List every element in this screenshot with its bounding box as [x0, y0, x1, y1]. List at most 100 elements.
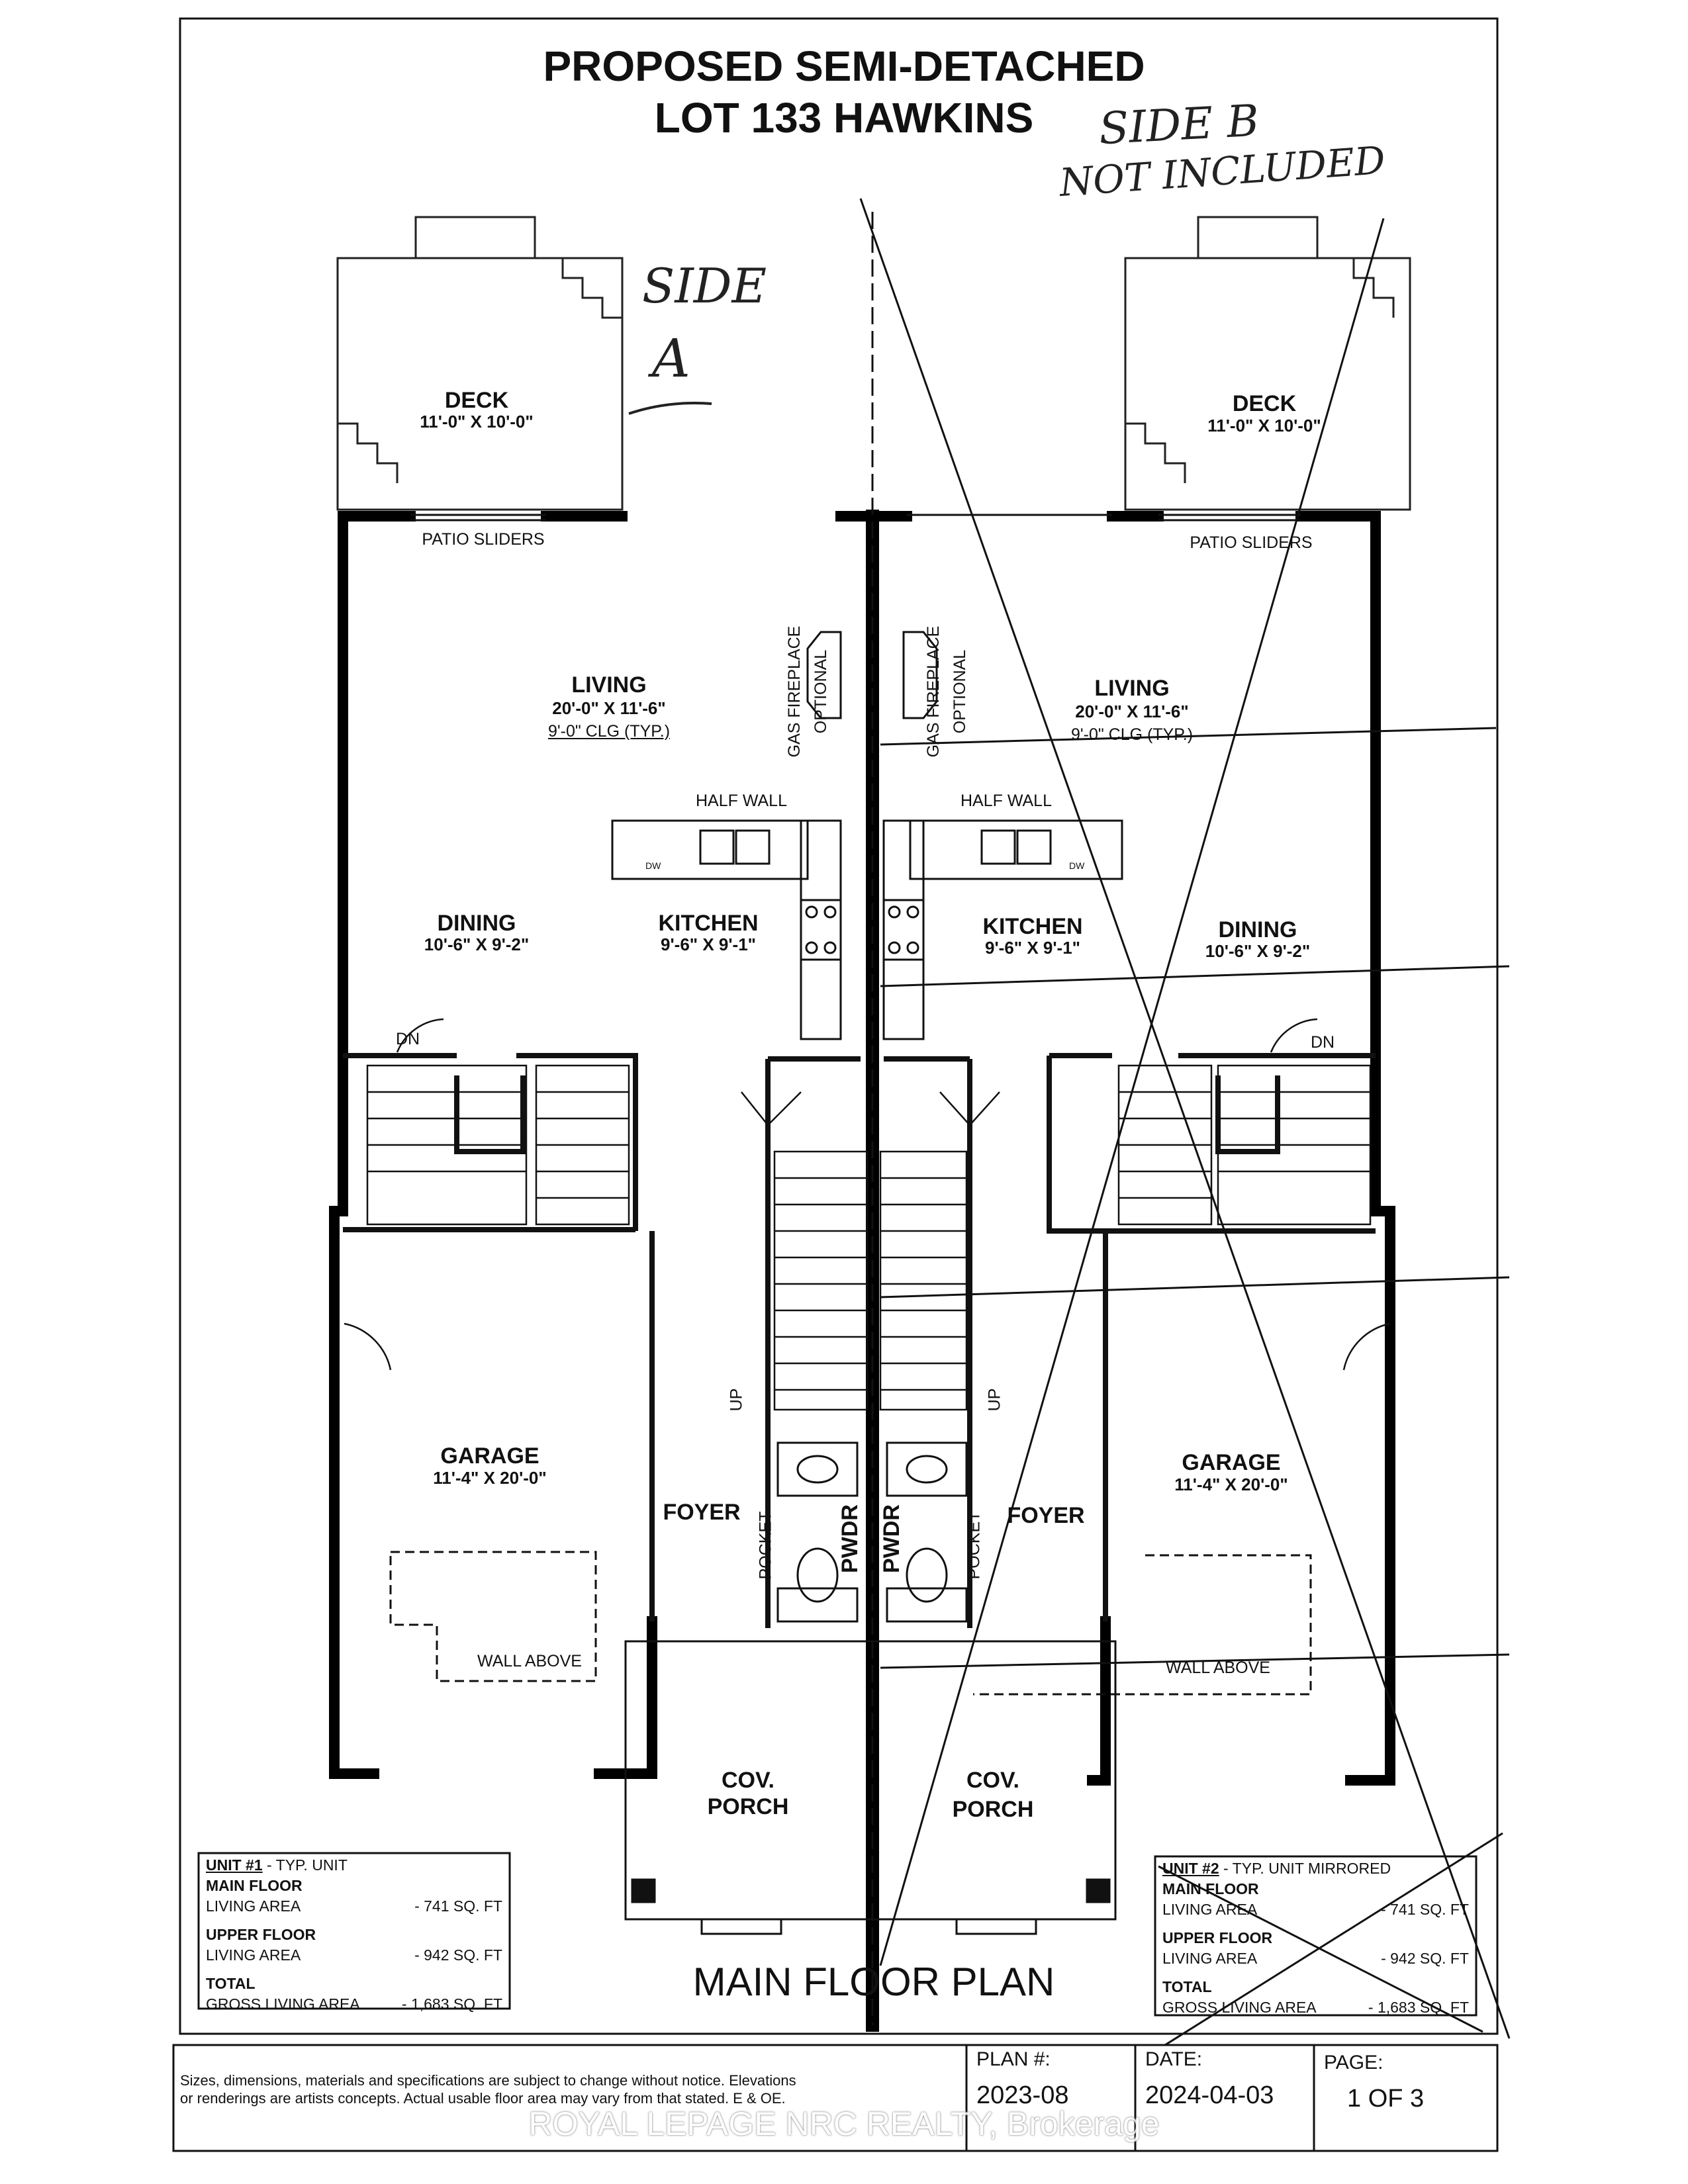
patio-sliders [410, 514, 1301, 522]
title-line-1: PROPOSED SEMI-DETACHED [543, 42, 1145, 90]
sheet-border [179, 17, 1499, 2035]
unit2-up-label: UP [985, 1388, 1004, 1412]
unit2-deck-label: DECK [1232, 391, 1297, 416]
side-a-underline [628, 402, 712, 415]
unit2-dishwasher-label: DW [1069, 860, 1085, 871]
unit1-half-wall-label: HALF WALL [695, 792, 787, 810]
unit2-dining-dim: 10'-6" X 9'-2" [1205, 941, 1311, 961]
area1-total: TOTAL [206, 1975, 256, 1992]
unit1-wall-above-label: WALL ABOVE [477, 1652, 582, 1670]
unit1-down-label: DN [396, 1030, 420, 1048]
area1-upper-floor: UPPER FLOOR [206, 1926, 316, 1943]
date-value: 2024-04-03 [1145, 2081, 1274, 2109]
unit2-foyer-label: FOYER [1007, 1503, 1085, 1528]
unit2-fireplace-note: GAS FIREPLACE [924, 625, 943, 758]
unit2-wall-above-label: WALL ABOVE [1166, 1659, 1270, 1677]
area2-unit: UNIT #2 [1162, 1860, 1219, 1877]
area2-main-floor: MAIN FLOOR [1162, 1880, 1259, 1897]
unit1-deck-label: DECK [444, 388, 509, 413]
kitchen-counters [611, 819, 1123, 1040]
unit2-half-wall-label: HALF WALL [960, 792, 1052, 810]
area1-unit: UNIT #1 [206, 1856, 263, 1874]
disclaimer-line-2: or renderings are artists concepts. Actu… [180, 2090, 786, 2107]
unit1-porch-line2: PORCH [707, 1794, 789, 1819]
area1-main-value: - 741 SQ. FT [414, 1897, 502, 1915]
page-label: PAGE: [1324, 2052, 1383, 2073]
unit1-up-label: UP [727, 1388, 746, 1412]
powder-rooms [776, 1441, 968, 1623]
area-table-unit-1: UNIT #1 - TYP. UNIT MAIN FLOOR LIVING AR… [202, 1855, 506, 2015]
unit1-kitchen-label: KITCHEN [658, 911, 759, 936]
unit1-powder-room-label: PWDR [837, 1504, 863, 1573]
area1-total-label: GROSS LIVING AREA [206, 1995, 360, 2013]
unit2-living-dim: 20'-0" X 11'-6" [1075, 702, 1189, 721]
unit2-down-label: DN [1311, 1033, 1335, 1052]
unit1-patio-label: PATIO SLIDERS [422, 530, 545, 549]
plan-number-label: PLAN #: [976, 2048, 1051, 2070]
unit1-deck-dim: 11'-0" X 10'-0" [420, 412, 534, 432]
unit1-dining-dim: 10'-6" X 9'-2" [424, 934, 530, 954]
area1-total-value: - 1,683 SQ. FT [401, 1995, 502, 2013]
area2-main-value: - 741 SQ. FT [1381, 1901, 1469, 1918]
unit2-porch-line2: PORCH [952, 1797, 1034, 1822]
unit2-ceiling-note: 9'-0" CLG (TYP.) [1070, 725, 1194, 744]
area2-total-value: - 1,683 SQ. FT [1368, 1999, 1469, 2016]
area-table-2-border [1154, 1855, 1477, 2017]
area1-upper-label: LIVING AREA [206, 1946, 301, 1964]
unit2-porch-line1: COV. [966, 1768, 1019, 1793]
stairs-unit-2 [879, 1064, 1372, 1411]
unit2-garage-label: GARAGE [1182, 1450, 1281, 1475]
disclaimer-line-1: Sizes, dimensions, materials and specifi… [180, 2072, 796, 2089]
area2-upper-label: LIVING AREA [1162, 1950, 1258, 1967]
area2-unit-desc: - TYP. UNIT MIRRORED [1223, 1860, 1391, 1877]
deck-unit-1 [336, 216, 624, 511]
area2-upper-value: - 942 SQ. FT [1381, 1950, 1469, 1967]
area-table-1-border [197, 1852, 511, 2010]
side-a-annotation-1: SIDE [642, 258, 767, 314]
unit1-dishwasher-label: DW [645, 860, 661, 871]
unit2-dining-label: DINING [1218, 917, 1297, 942]
unit1-ceiling-note: 9'-0" CLG (TYP.) [547, 722, 671, 741]
unit2-kitchen-dim: 9'-6" X 9'-1" [985, 938, 1080, 958]
deck-unit-2 [1124, 216, 1411, 511]
area1-upper-value: - 942 SQ. FT [414, 1946, 502, 1964]
area-table-unit-2: UNIT #2 - TYP. UNIT MIRRORED MAIN FLOOR … [1158, 1858, 1473, 2018]
unit2-kitchen-label: KITCHEN [982, 914, 1083, 939]
unit1-dining-label: DINING [437, 911, 516, 936]
unit1-garage-dim: 11'-4" X 20'-0" [433, 1468, 547, 1488]
unit1-pocket-door-label: POCKET [756, 1511, 775, 1580]
covered-porch [624, 1640, 1117, 1935]
area1-main-label: LIVING AREA [206, 1897, 301, 1915]
plan-number-value: 2023-08 [976, 2081, 1069, 2109]
area2-total: TOTAL [1162, 1978, 1212, 1995]
title-block-borders [172, 2044, 1499, 2152]
unit1-garage-label: GARAGE [440, 1443, 539, 1469]
watermark: ROYAL LEPAGE NRC REALTY, Brokerage [528, 2105, 1160, 2142]
interior-walls-unit-1 [343, 1053, 861, 1628]
area2-total-label: GROSS LIVING AREA [1162, 1999, 1317, 2016]
unit1-living-label: LIVING [571, 672, 647, 698]
disclaimer: Sizes, dimensions, materials and specifi… [180, 2071, 961, 2107]
unit2-deck-dim: 11'-0" X 10'-0" [1207, 416, 1321, 435]
area1-main-floor: MAIN FLOOR [206, 1877, 303, 1894]
unit2-fireplace-optional: OPTIONAL [951, 649, 969, 734]
unit1-fireplace-optional: OPTIONAL [812, 649, 830, 734]
date-label: DATE: [1145, 2048, 1203, 2070]
title-line-2: LOT 133 HAWKINS [654, 94, 1034, 142]
area2-upper-floor: UPPER FLOOR [1162, 1929, 1273, 1946]
interior-walls-unit-2 [884, 1053, 1376, 1628]
fireplaces [806, 631, 938, 719]
page-value: 1 OF 3 [1347, 2085, 1425, 2113]
unit1-porch-line1: COV. [721, 1768, 774, 1793]
unit1-foyer-label: FOYER [663, 1500, 741, 1525]
garage-wall-above [389, 1551, 1312, 1696]
area1-unit-desc: - TYP. UNIT [267, 1856, 348, 1874]
plan-title: MAIN FLOOR PLAN [692, 1960, 1055, 2004]
unit1-kitchen-dim: 9'-6" X 9'-1" [661, 934, 756, 954]
stairs-unit-1 [366, 1064, 868, 1411]
area2-main-label: LIVING AREA [1162, 1901, 1258, 1918]
side-b-cross-out [859, 198, 1511, 2046]
side-a-annotation-2: A [652, 328, 690, 389]
door-swings [344, 1018, 1391, 1371]
